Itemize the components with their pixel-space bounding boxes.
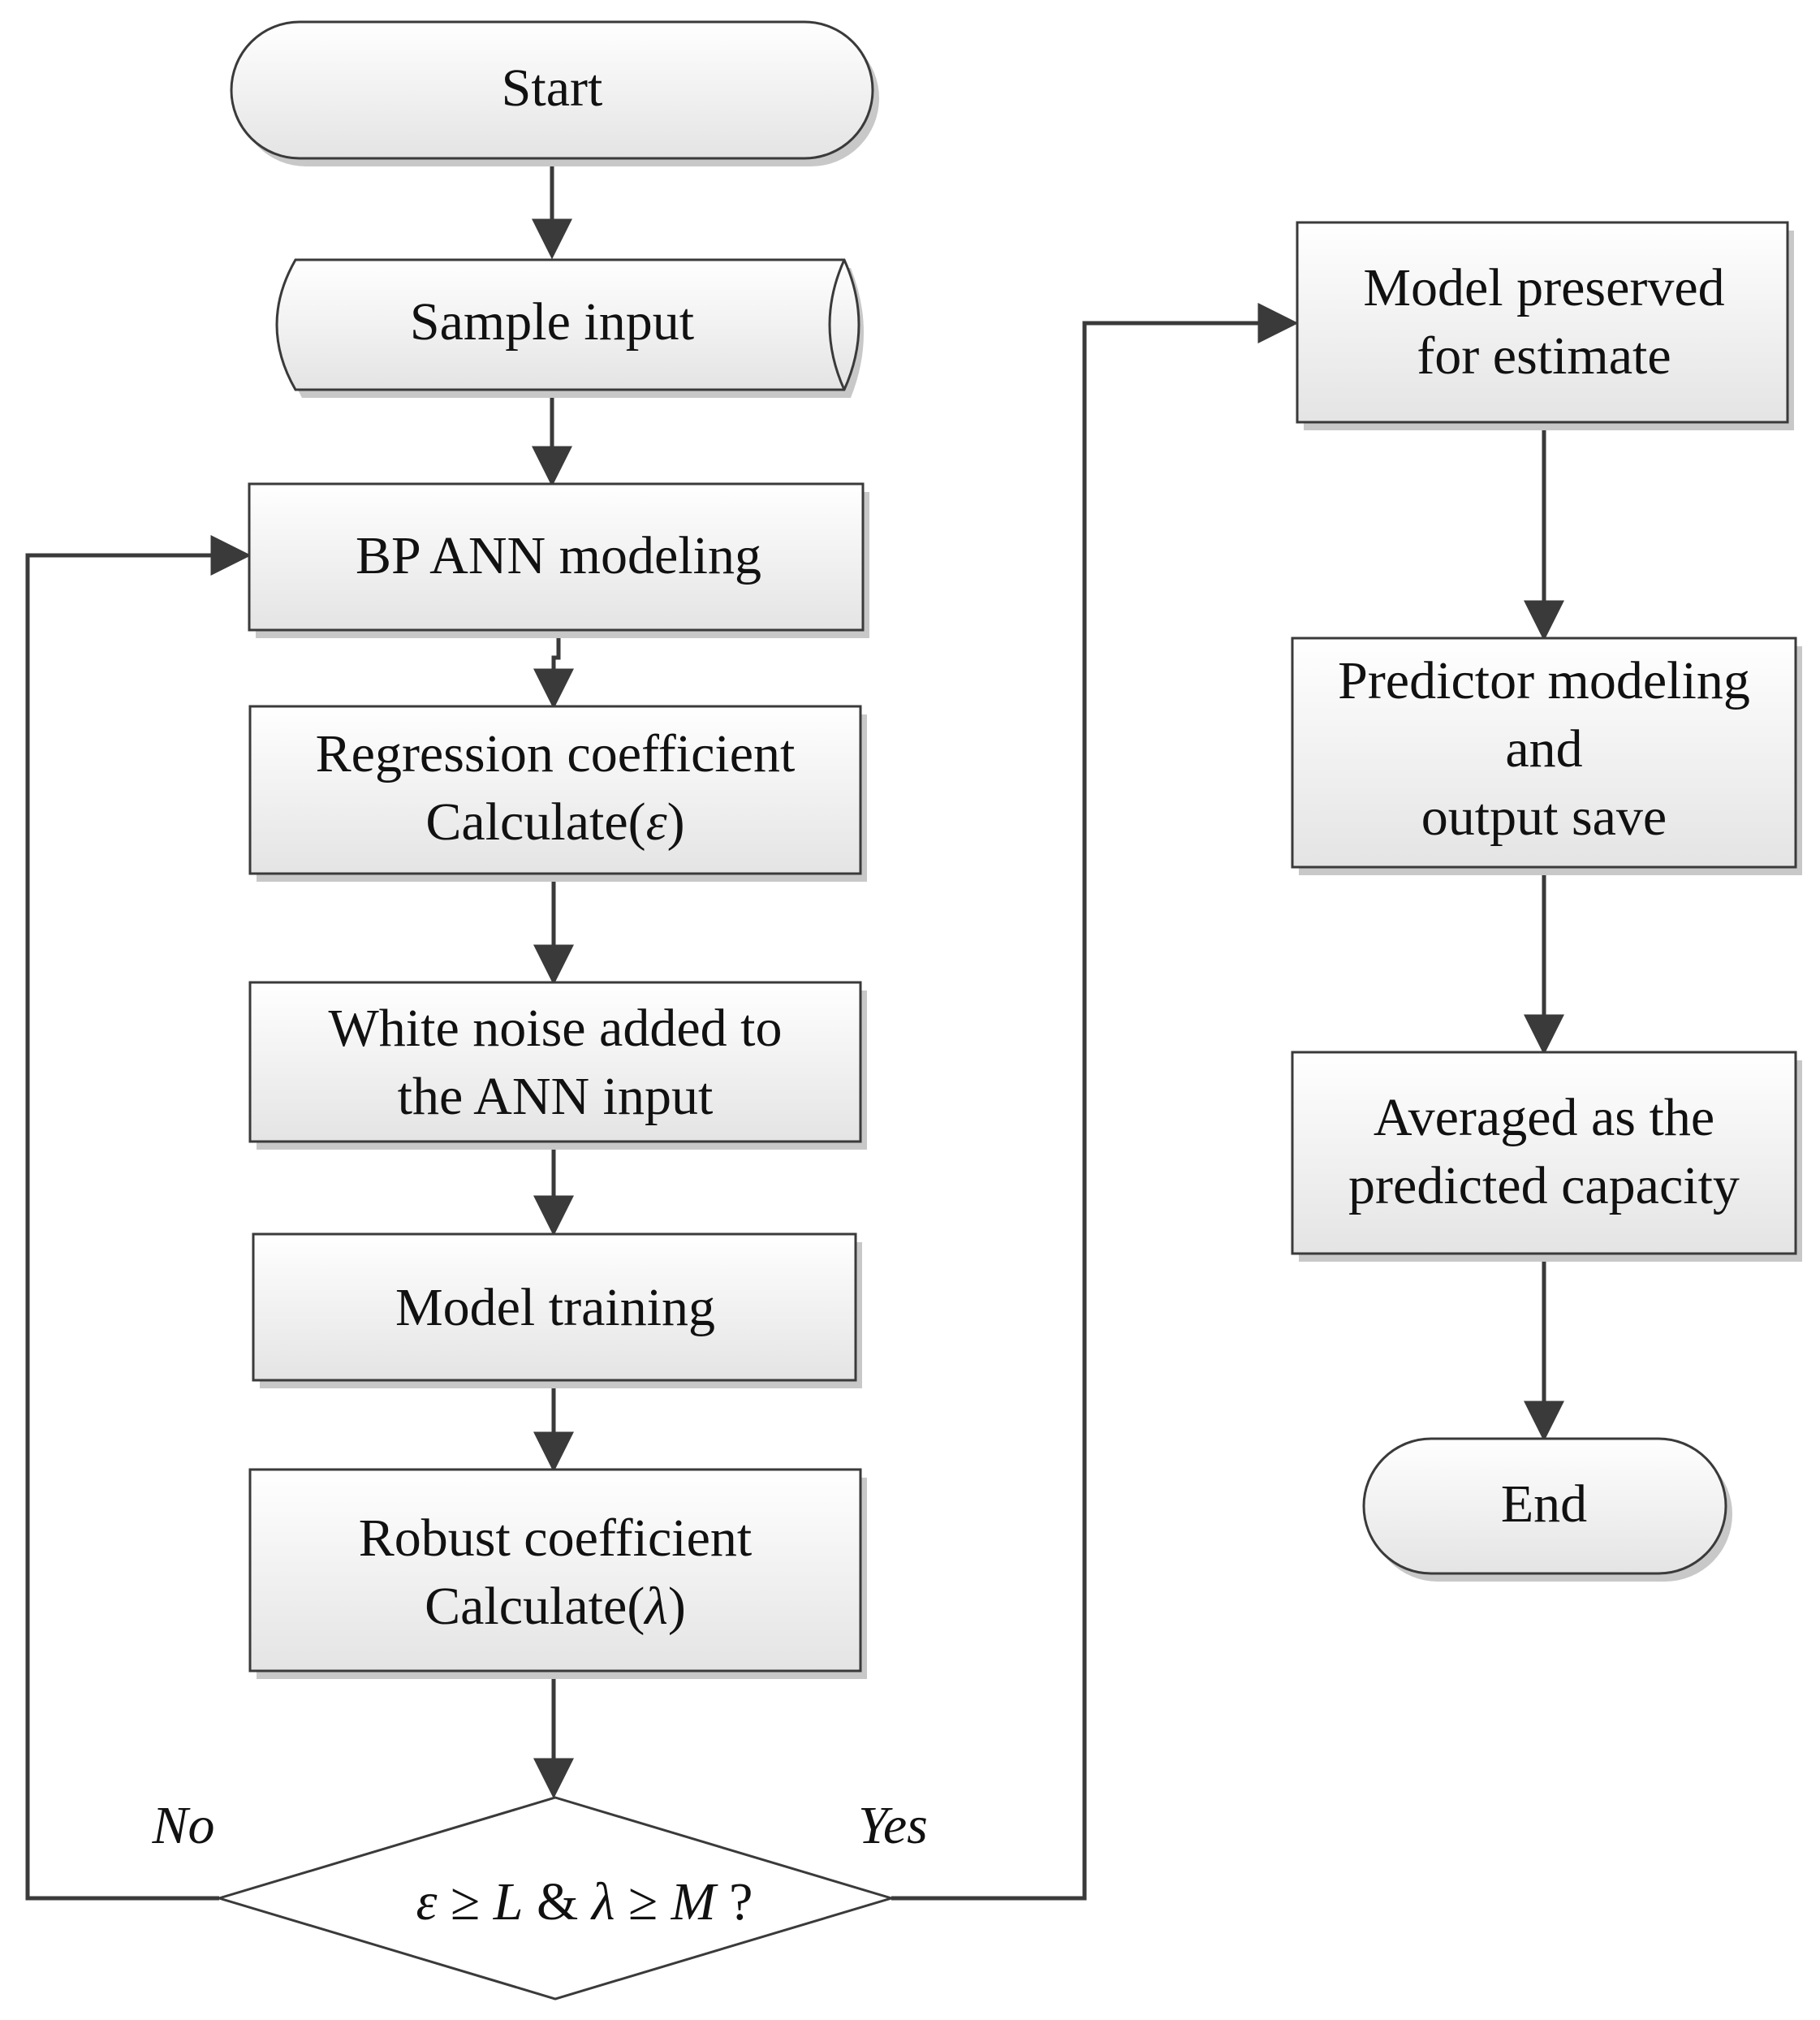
arrow-bp-to-regression bbox=[533, 632, 574, 710]
model-preserved-line1: Model preserved bbox=[1363, 258, 1724, 317]
averaged-line1: Averaged as the bbox=[1374, 1088, 1714, 1147]
white-noise-node: White noise added to the ANN input bbox=[248, 981, 867, 1150]
regression-line2: Calculate(ε) bbox=[425, 792, 684, 852]
yes-label: Yes bbox=[858, 1796, 928, 1855]
white-noise-line1: White noise added to bbox=[328, 999, 782, 1058]
white-noise-line2: the ANN input bbox=[398, 1067, 714, 1126]
decision-label: ε ≥ L & λ ≥ M ? bbox=[416, 1872, 753, 1932]
model-preserved-node: Model preserved for estimate bbox=[1296, 221, 1794, 430]
model-training-label: Model training bbox=[395, 1278, 715, 1337]
decision-node: ε ≥ L & λ ≥ M ? bbox=[214, 1796, 896, 2001]
arrow-no-loop-back bbox=[25, 535, 252, 1901]
sample-input-label: Sample input bbox=[410, 292, 694, 352]
robust-line2: Calculate(λ) bbox=[425, 1577, 686, 1636]
connectors bbox=[25, 158, 1564, 1901]
end-label: End bbox=[1501, 1474, 1587, 1534]
no-label: No bbox=[151, 1796, 214, 1855]
model-training-node: Model training bbox=[252, 1232, 862, 1388]
predictor-line2: and bbox=[1505, 719, 1582, 779]
model-preserved-line2: for estimate bbox=[1417, 326, 1671, 386]
regression-node: Regression coefficient Calculate(ε) bbox=[248, 705, 867, 882]
bp-ann-label: BP ANN modeling bbox=[356, 526, 761, 585]
predictor-line1: Predictor modeling bbox=[1338, 651, 1750, 710]
predictor-line3: output save bbox=[1421, 788, 1667, 847]
start-node: Start bbox=[230, 20, 879, 166]
regression-line1: Regression coefficient bbox=[316, 724, 796, 783]
arrow-yes-to-model-preserved bbox=[891, 303, 1299, 1901]
robust-node: Robust coefficient Calculate(λ) bbox=[248, 1468, 867, 1679]
end-node: End bbox=[1362, 1437, 1732, 1582]
averaged-node: Averaged as the predicted capacity bbox=[1291, 1051, 1802, 1262]
sample-input-node: Sample input bbox=[275, 258, 864, 398]
bp-ann-node: BP ANN modeling bbox=[248, 482, 869, 638]
averaged-line2: predicted capacity bbox=[1348, 1156, 1740, 1215]
robust-line1: Robust coefficient bbox=[359, 1509, 753, 1568]
predictor-node: Predictor modeling and output save bbox=[1291, 637, 1802, 875]
start-label: Start bbox=[502, 58, 603, 118]
